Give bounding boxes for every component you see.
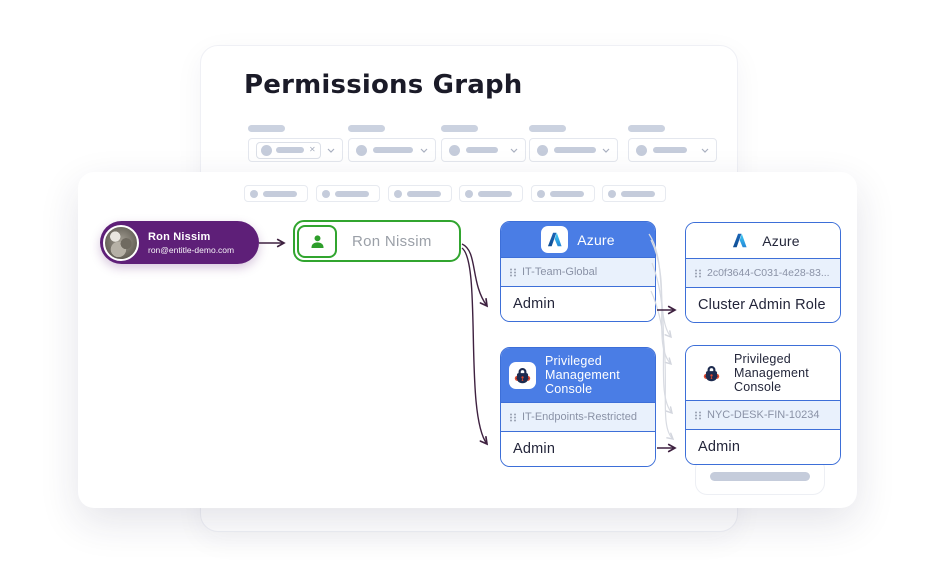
filter-dropdown — [628, 125, 717, 162]
node-privileged-console-target[interactable]: Privileged Management Console NYC-DESK-F… — [685, 345, 841, 465]
node-resource-row: NYC-DESK-FIN-10234 — [686, 400, 840, 430]
text-skeleton — [263, 190, 297, 197]
node-resource-name: 2c0f3644-C031-4e28-83... — [707, 267, 830, 279]
privileged-console-icon — [698, 359, 725, 387]
filter-select[interactable] — [529, 138, 618, 162]
text-skeleton — [407, 190, 441, 197]
privileged-console-icon — [509, 361, 536, 389]
text-skeleton — [466, 147, 498, 153]
node-resource-name: IT-Endpoints-Restricted — [522, 411, 637, 423]
filter-select[interactable] — [441, 138, 526, 162]
filter-select[interactable] — [628, 138, 717, 162]
identity-label: Ron Nissim — [352, 232, 432, 250]
legend-chip-skeleton[interactable] — [602, 185, 666, 202]
user-pill[interactable]: Ron Nissim ron@entitle-demo.com — [100, 221, 259, 264]
legend-chip-skeleton[interactable] — [316, 185, 380, 202]
legend-chip-skeleton[interactable] — [531, 185, 595, 202]
filter-label-skeleton — [529, 125, 566, 132]
dot-skeleton — [250, 189, 258, 198]
node-role: Admin — [686, 430, 840, 464]
node-role: Cluster Admin Role — [686, 288, 840, 322]
person-icon — [297, 224, 337, 258]
node-azure-target[interactable]: Azure 2c0f3644-C031-4e28-83... Cluster A… — [685, 222, 841, 323]
node-app-name: Azure — [762, 232, 800, 249]
filter-chip-skeleton[interactable]: ✕ — [256, 141, 321, 159]
filter-label-skeleton — [441, 125, 478, 132]
group-dots-icon — [510, 413, 516, 421]
node-app-name: Privileged Management Console — [545, 354, 620, 396]
text-skeleton — [621, 190, 655, 197]
text-skeleton — [653, 147, 687, 153]
avatar-skeleton — [356, 144, 367, 156]
legend-chip-skeleton[interactable] — [388, 185, 452, 202]
avatar-skeleton — [449, 144, 460, 156]
text-skeleton — [373, 147, 413, 153]
node-app-name: Privileged Management Console — [734, 352, 809, 394]
filter-label-skeleton — [348, 125, 385, 132]
clear-x-icon[interactable]: ✕ — [309, 145, 316, 154]
user-name: Ron Nissim — [148, 230, 211, 243]
node-resource-row: IT-Endpoints-Restricted — [501, 402, 655, 432]
node-azure-granted[interactable]: Azure IT-Team-Global Admin — [500, 221, 656, 322]
chevron-down-icon[interactable] — [701, 148, 709, 153]
azure-icon — [726, 227, 754, 254]
chevron-down-icon[interactable] — [420, 148, 428, 153]
graph-card: Ron Nissim ron@entitle-demo.com Ron Niss… — [78, 172, 857, 508]
dot-skeleton — [322, 189, 330, 198]
chevron-down-icon[interactable] — [327, 148, 335, 153]
group-dots-icon — [695, 269, 701, 277]
dot-skeleton — [608, 189, 616, 198]
node-resource-row: 2c0f3644-C031-4e28-83... — [686, 258, 840, 288]
filter-dropdown — [529, 125, 618, 162]
legend-chip-skeleton[interactable] — [244, 185, 308, 202]
node-role: Admin — [501, 287, 655, 321]
avatar-skeleton — [537, 144, 548, 156]
chevron-down-icon[interactable] — [602, 148, 610, 153]
node-resource-row: IT-Team-Global — [501, 257, 655, 287]
dot-skeleton — [465, 189, 473, 198]
node-resource-name: IT-Team-Global — [522, 266, 598, 278]
dot-skeleton — [394, 189, 402, 198]
avatar-skeleton — [636, 144, 647, 156]
group-dots-icon — [510, 268, 516, 276]
dot-skeleton — [537, 189, 545, 198]
filter-select[interactable]: ✕ — [248, 138, 343, 162]
text-skeleton — [478, 190, 512, 197]
text-skeleton — [710, 471, 810, 481]
node-privileged-console-granted[interactable]: Privileged Management Console IT-Endpoin… — [500, 347, 656, 467]
text-skeleton — [550, 190, 584, 197]
text-skeleton — [335, 190, 369, 197]
group-dots-icon — [695, 411, 701, 419]
user-email: ron@entitle-demo.com — [148, 244, 235, 255]
node-app-name: Azure — [577, 231, 615, 248]
avatar-skeleton — [261, 144, 272, 156]
page-title: Permissions Graph — [244, 70, 523, 100]
legend-chip-skeleton[interactable] — [459, 185, 523, 202]
text-skeleton — [276, 147, 304, 153]
filter-select[interactable] — [348, 138, 436, 162]
filter-dropdown — [348, 125, 436, 162]
identity-node[interactable]: Ron Nissim — [293, 220, 461, 262]
azure-icon — [541, 226, 569, 253]
avatar — [103, 224, 139, 261]
filter-label-skeleton — [628, 125, 665, 132]
node-resource-name: NYC-DESK-FIN-10234 — [707, 409, 820, 421]
chevron-down-icon[interactable] — [510, 148, 518, 153]
node-role: Admin — [501, 432, 655, 466]
text-skeleton — [554, 147, 596, 153]
filter-dropdown: ✕ — [248, 125, 343, 162]
filter-label-skeleton — [248, 125, 285, 132]
filter-dropdown — [441, 125, 526, 162]
